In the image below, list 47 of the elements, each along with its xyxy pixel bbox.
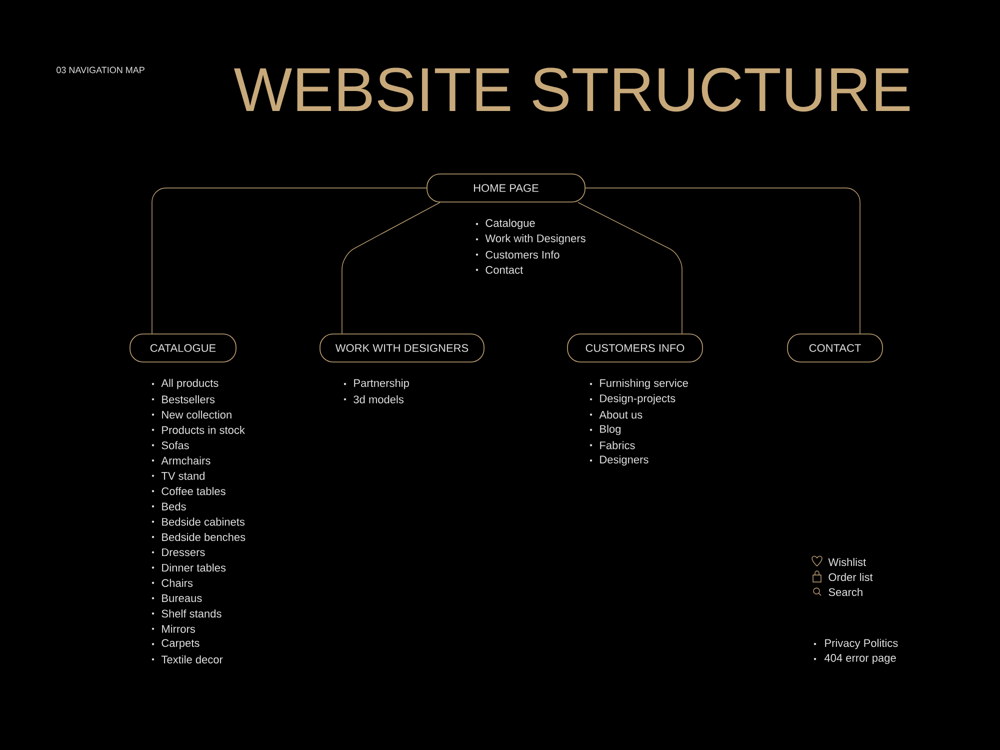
- list-item: Dinner tables: [152, 564, 226, 572]
- list-item: Dressers: [152, 548, 205, 556]
- page-title: WEBSITE STRUCTURE: [234, 68, 910, 112]
- list-item: Fabrics: [590, 441, 635, 450]
- list-item: Furnishing service: [590, 378, 688, 390]
- label-text: Order list: [828, 572, 873, 582]
- list-item: 3d models: [344, 395, 404, 404]
- list-item: Customers Info: [476, 250, 560, 259]
- list-item: About us: [590, 410, 642, 419]
- list-item: All products: [152, 378, 218, 390]
- connector-line: [342, 202, 440, 334]
- list-item: Designers: [590, 455, 648, 466]
- list-item: 404 error page: [814, 654, 896, 664]
- list-item: Design-projects: [590, 394, 676, 404]
- list-item: Shelf stands: [152, 609, 222, 618]
- connector-line: [578, 202, 682, 334]
- list-item: New collection: [152, 410, 232, 419]
- list-item: Sofas: [152, 441, 189, 450]
- list-item: Partnership: [344, 378, 409, 390]
- nav-box: CATALOGUE: [130, 334, 236, 362]
- list-item: Textile decor: [152, 655, 223, 664]
- list-item: Carpets: [152, 639, 200, 650]
- list-item: Bureaus: [152, 594, 202, 602]
- list-item: Products in stock: [152, 426, 245, 434]
- list-item: Bedside cabinets: [152, 518, 245, 526]
- connector-line: [152, 188, 427, 334]
- list-item: Privacy Politics: [814, 638, 898, 650]
- list-item: Coffee tables: [152, 487, 226, 496]
- list-item: Blog: [590, 424, 621, 436]
- list-item: Bedside benches: [152, 532, 246, 542]
- list-item: Work with Designers: [476, 234, 586, 244]
- nav-box: CUSTOMERS INFO: [567, 334, 703, 362]
- list-item: TV stand: [152, 472, 204, 480]
- list-item: Mirrors: [152, 624, 195, 633]
- list-item: Bestsellers: [152, 395, 215, 404]
- connector-line: [585, 188, 860, 334]
- list-item: Contact: [476, 266, 524, 274]
- nav-box: CONTACT: [787, 334, 883, 362]
- list-item: Chairs: [152, 578, 193, 587]
- list-item: Armchairs: [152, 456, 210, 465]
- nav-box: HOME PAGE: [426, 174, 586, 202]
- label-text: Wishlist: [828, 558, 866, 566]
- label-text: 03 NAVIGATION MAP: [56, 66, 144, 74]
- list-item: Catalogue: [476, 218, 535, 230]
- nav-box: WORK WITH DESIGNERS: [320, 334, 484, 362]
- list-item: Beds: [152, 502, 186, 510]
- label-text: Search: [828, 588, 862, 596]
